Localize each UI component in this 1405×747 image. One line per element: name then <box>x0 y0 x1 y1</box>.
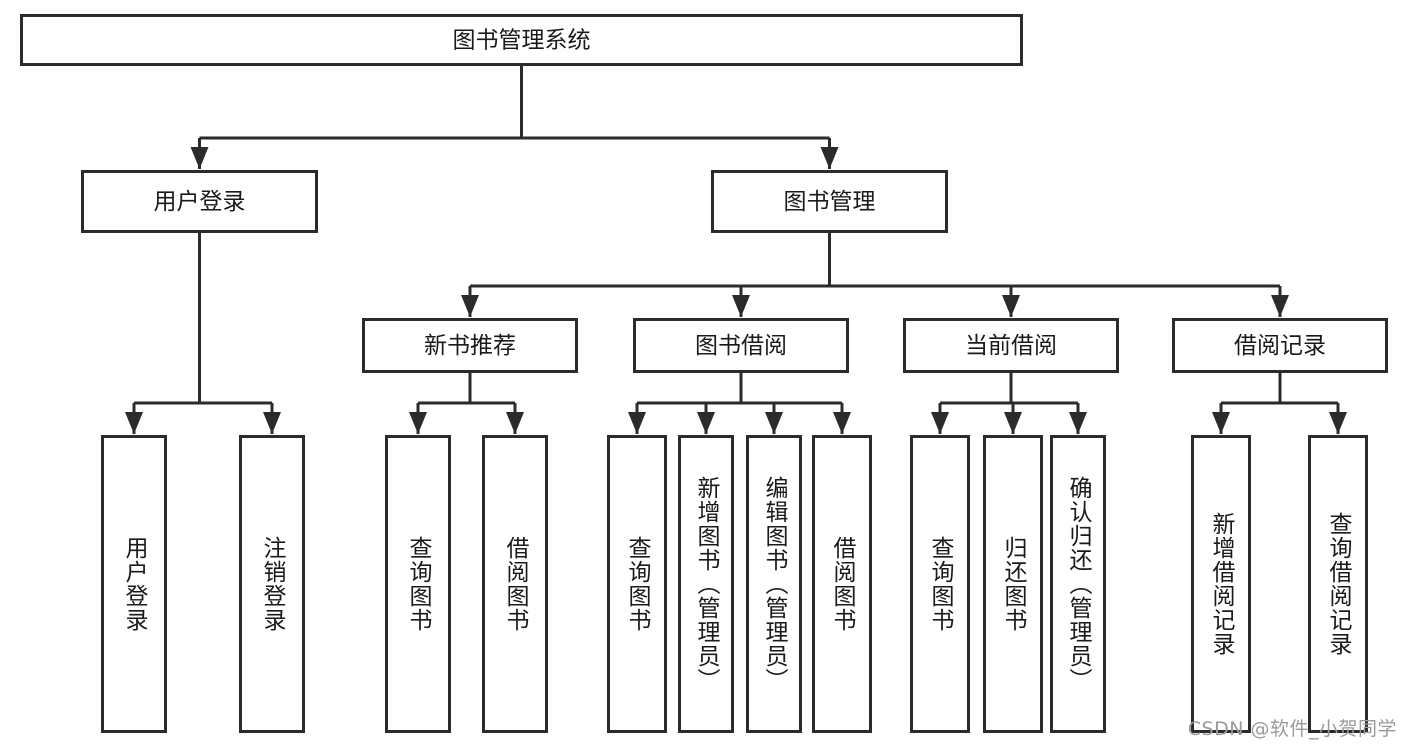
arrow-head-icon <box>1212 412 1230 434</box>
arrow-head-icon <box>1271 295 1289 317</box>
node-box-n-bookmg[interactable] <box>711 170 948 233</box>
arrow-head-icon <box>506 412 524 434</box>
arrow-head-icon <box>833 412 851 434</box>
arrow-head-icon <box>409 412 427 434</box>
node-n-history[interactable]: 借阅记录 <box>1172 318 1388 373</box>
node-l-confirm[interactable] <box>1050 435 1106 733</box>
arrow-head-icon <box>263 412 281 434</box>
arrow-head-icon <box>697 412 715 434</box>
node-box-l-borrowbook2[interactable] <box>812 435 872 733</box>
node-n-current[interactable]: 当前借阅 <box>903 318 1119 373</box>
node-box-l-userlogin[interactable] <box>101 435 167 733</box>
arrow-head-icon <box>461 295 479 317</box>
node-box-n-login[interactable] <box>81 170 318 233</box>
node-box-l-qbook1[interactable] <box>385 435 451 733</box>
node-l-userlogin[interactable] <box>101 435 167 733</box>
node-l-logout[interactable] <box>239 435 305 733</box>
node-n-newrec[interactable]: 新书推荐 <box>362 318 578 373</box>
node-l-addbook[interactable] <box>678 435 734 733</box>
node-box-n-newrec[interactable] <box>362 318 578 373</box>
node-l-qrec[interactable] <box>1308 435 1368 733</box>
node-box-l-addrec[interactable] <box>1191 435 1251 733</box>
node-l-borrowbook2[interactable] <box>812 435 872 733</box>
connector-layer <box>125 66 1347 434</box>
arrow-head-icon <box>1069 412 1087 434</box>
node-box-l-qbook2[interactable] <box>607 435 667 733</box>
arrow-head-icon <box>820 147 839 169</box>
watermark: CSDN @软件_小贺同学 <box>1187 718 1397 740</box>
node-root[interactable]: 图书管理系统 <box>20 14 1023 66</box>
node-box-l-editbook[interactable] <box>746 435 802 733</box>
node-box-l-qbook3[interactable] <box>910 435 970 733</box>
node-l-editbook[interactable] <box>746 435 802 733</box>
node-box-n-borrow[interactable] <box>633 318 849 373</box>
node-n-bookmg[interactable]: 图书管理 <box>711 170 948 233</box>
node-l-qbook1[interactable] <box>385 435 451 733</box>
node-label-图书管理系统: 图书管理系统 <box>453 28 591 54</box>
node-label-新书推荐: 新书推荐 <box>424 333 516 359</box>
node-label-图书借阅: 图书借阅 <box>695 333 787 359</box>
node-n-borrow[interactable]: 图书借阅 <box>633 318 849 373</box>
arrow-head-icon <box>1329 412 1347 434</box>
node-l-return[interactable] <box>983 435 1043 733</box>
node-box-l-addbook[interactable] <box>678 435 734 733</box>
node-label-用户登录: 用户登录 <box>154 189 246 215</box>
node-box-l-confirm[interactable] <box>1050 435 1106 733</box>
arrow-head-icon <box>125 412 143 434</box>
node-label-图书管理: 图书管理 <box>784 189 876 215</box>
arrow-head-icon <box>628 412 646 434</box>
node-box-n-current[interactable] <box>903 318 1119 373</box>
arrow-head-icon <box>1002 295 1020 317</box>
node-n-login[interactable]: 用户登录 <box>81 170 318 233</box>
node-l-addrec[interactable] <box>1191 435 1251 733</box>
node-box-l-borrowbook1[interactable] <box>482 435 548 733</box>
arrow-head-icon <box>765 412 783 434</box>
node-l-qbook2[interactable] <box>607 435 667 733</box>
node-box-n-history[interactable] <box>1172 318 1388 373</box>
node-box-l-return[interactable] <box>983 435 1043 733</box>
node-box-l-qrec[interactable] <box>1308 435 1368 733</box>
arrow-head-icon <box>732 295 750 317</box>
node-l-qbook3[interactable] <box>910 435 970 733</box>
node-label-当前借阅: 当前借阅 <box>965 333 1057 359</box>
arrow-head-icon <box>1004 412 1022 434</box>
arrow-head-icon <box>190 147 209 169</box>
node-box-root[interactable] <box>20 14 1023 66</box>
arrow-head-icon <box>931 412 949 434</box>
node-box-l-logout[interactable] <box>239 435 305 733</box>
node-l-borrowbook1[interactable] <box>482 435 548 733</box>
node-label-借阅记录: 借阅记录 <box>1234 333 1326 359</box>
